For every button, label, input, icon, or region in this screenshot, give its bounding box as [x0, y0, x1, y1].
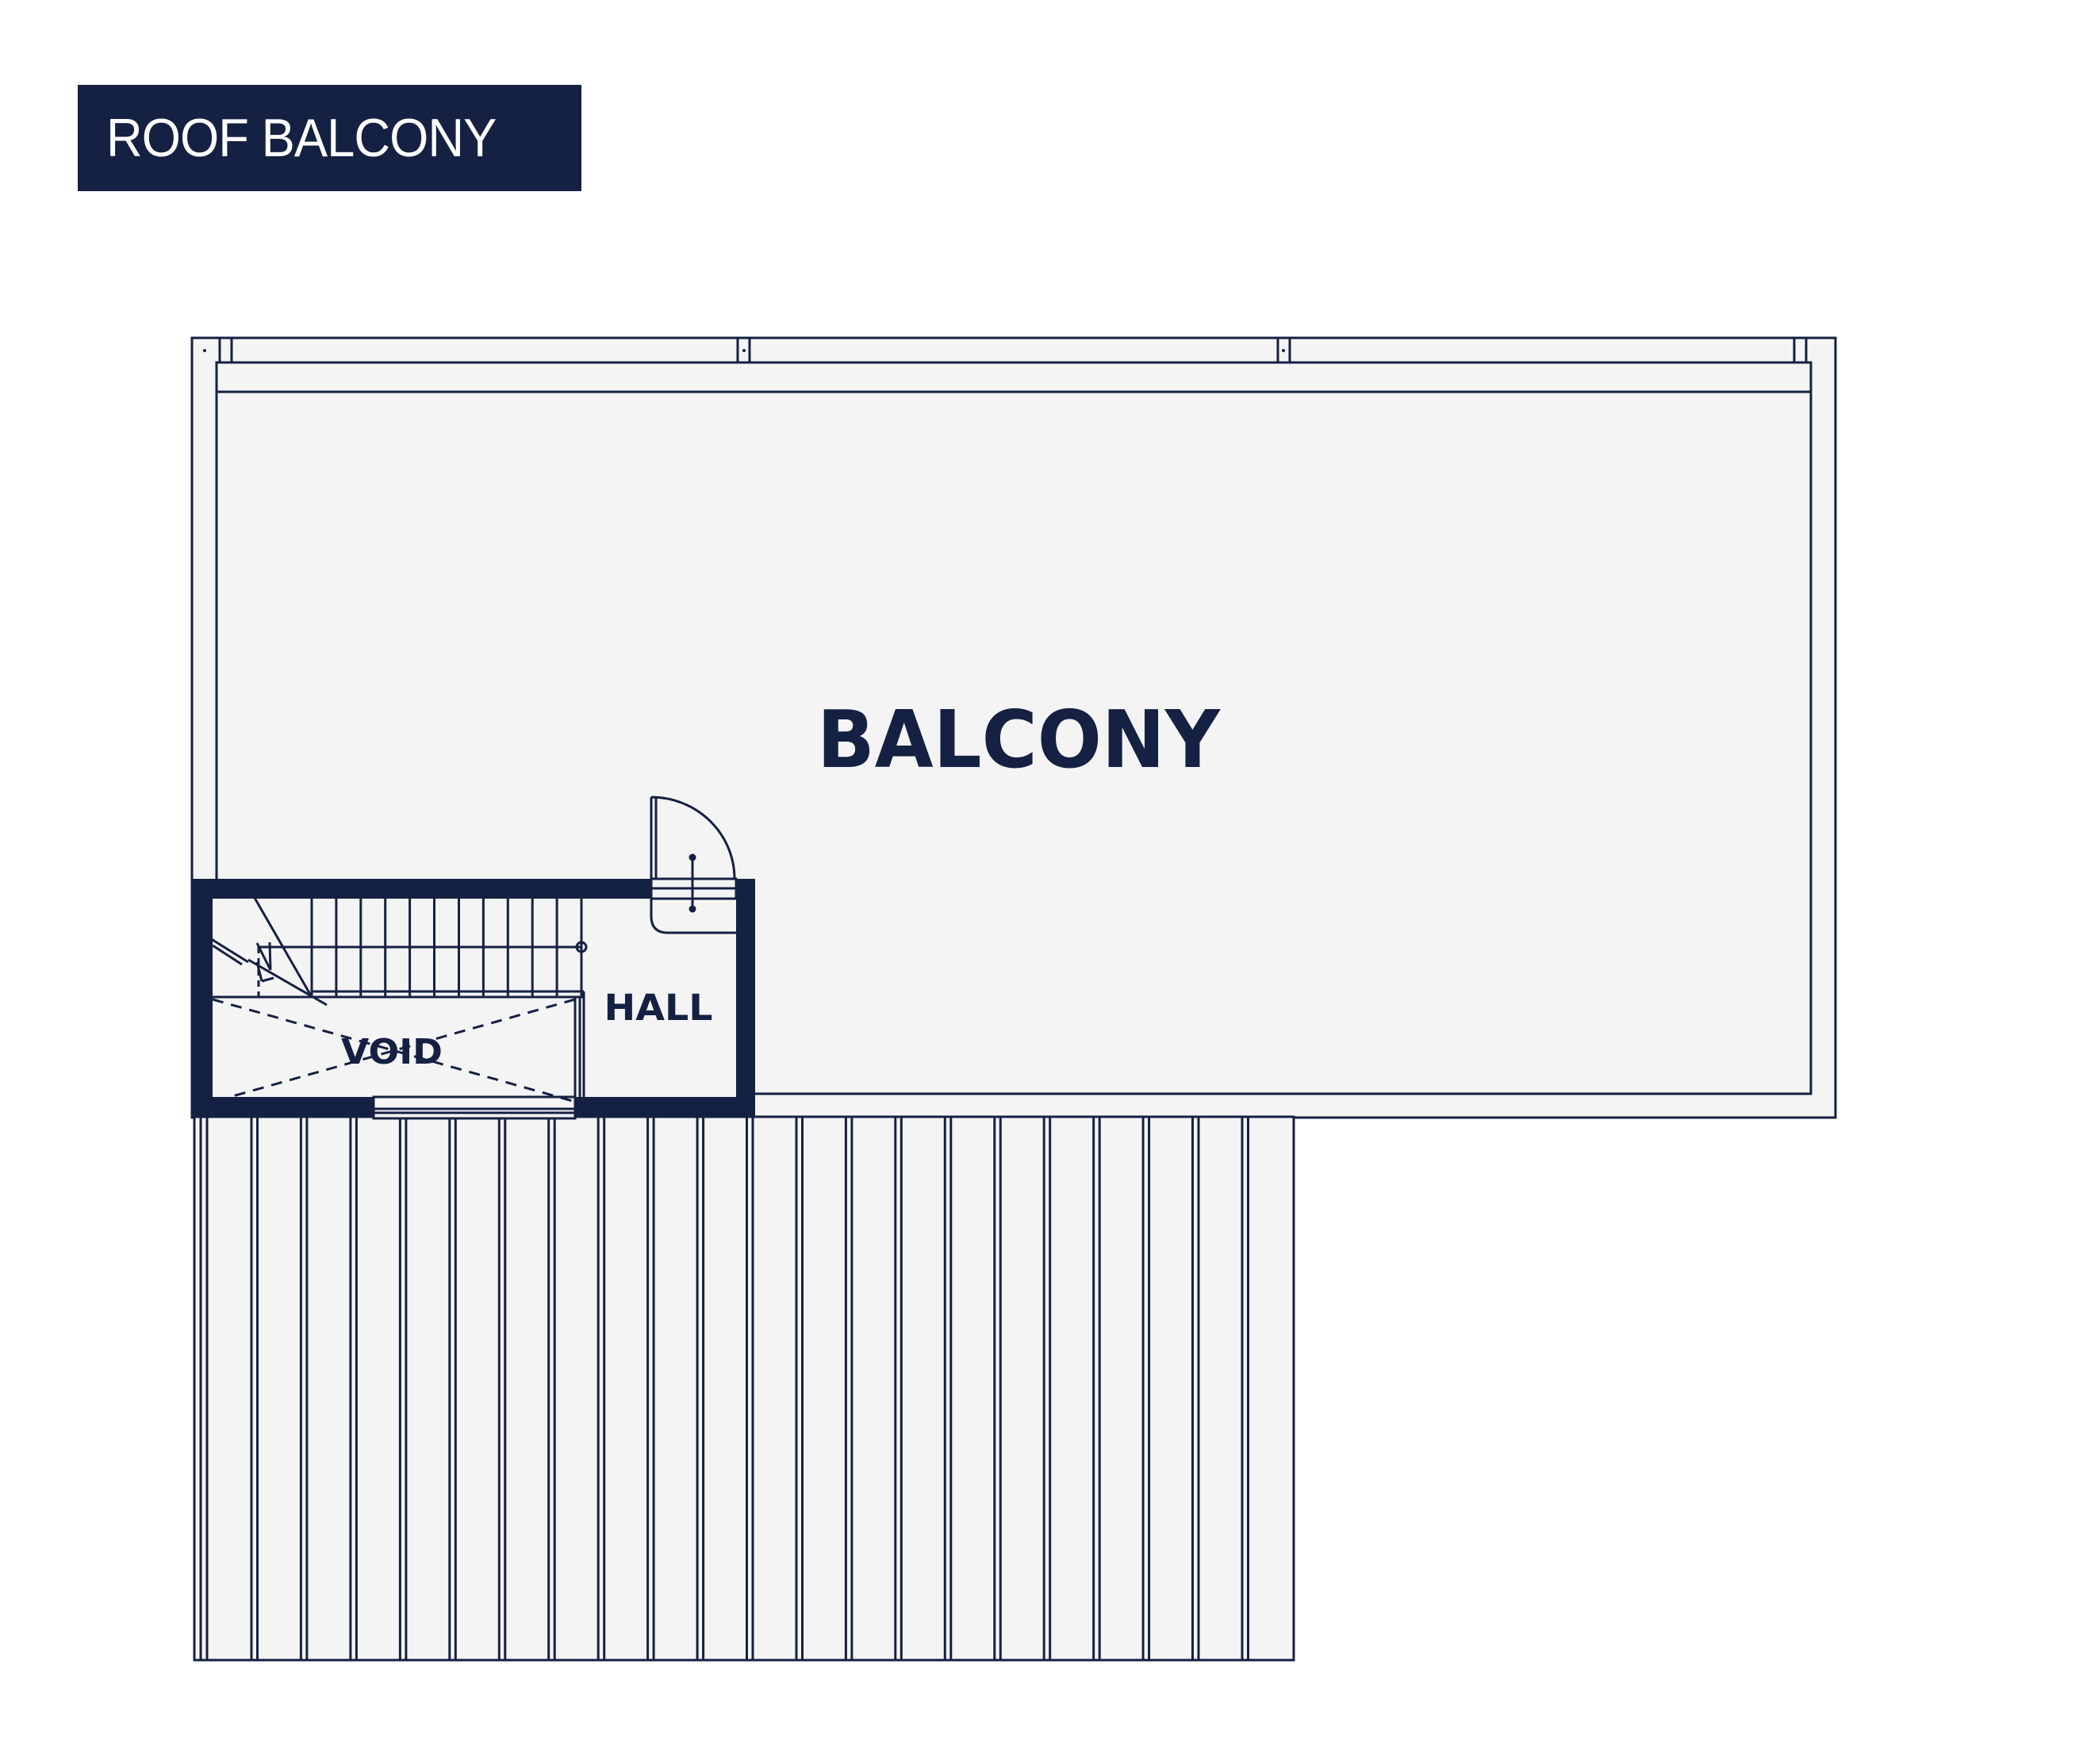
wall-bottom-left [193, 1097, 374, 1117]
balustrade-posts [218, 338, 1808, 362]
wall-left [193, 879, 213, 1117]
post-dots [203, 349, 1285, 352]
plan-title-badge: ROOF BALCONY [78, 85, 581, 191]
window [372, 1095, 577, 1120]
wall-right [736, 879, 755, 1117]
void-area [212, 991, 585, 1103]
roof-deck [193, 1115, 1295, 1662]
wall-bottom-right [575, 1097, 755, 1117]
staircase [204, 897, 588, 1007]
balcony-label: BALCONY [817, 693, 1222, 786]
void-label: VOID [341, 1032, 443, 1072]
balcony-door[interactable] [650, 796, 738, 934]
plan-title: ROOF BALCONY [106, 108, 497, 168]
wall-top [193, 879, 651, 899]
hall-label: HALL [604, 987, 713, 1029]
